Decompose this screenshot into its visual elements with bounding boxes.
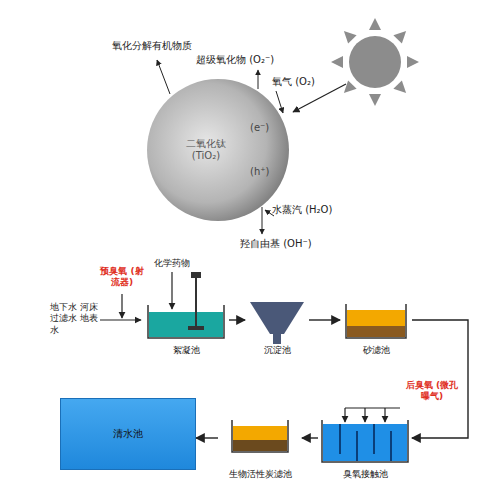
process-note: 化学药物	[154, 258, 214, 269]
sun-ray	[369, 18, 381, 30]
unit-name: 生物活性炭滤池	[229, 469, 292, 480]
pre-ozone-line	[121, 294, 122, 318]
ozone-contact-tank	[322, 420, 408, 462]
settling-stem	[273, 334, 281, 344]
unit-name: 砂滤池	[363, 345, 390, 356]
unit-name: 清水池	[113, 428, 143, 440]
carbon-filter-water	[233, 426, 287, 440]
process-note: 预臭氧 (射流器)	[97, 266, 147, 289]
treatment-unit: 生物活性炭滤池	[218, 414, 302, 482]
diffuser-line	[364, 408, 365, 422]
flocculation-water	[149, 312, 223, 337]
particle-name: 二氧化钛 (TiO₂)	[178, 138, 234, 162]
reaction-label: 超级氧化物 (O₂⁻)	[196, 54, 316, 67]
sand-filter-tank	[346, 304, 406, 338]
unit-name: 沉淀池	[264, 345, 291, 356]
treatment-unit: 沉淀池	[245, 296, 309, 358]
chemical-line	[171, 272, 172, 309]
treatment-unit: 臭氧接触池	[318, 414, 412, 482]
carbon-filter-tank	[232, 420, 288, 452]
charge-label: (h⁺)	[250, 166, 276, 178]
baffle	[373, 424, 375, 454]
flow-arrow	[196, 437, 218, 438]
reaction-label: 氧化分解有机物质	[112, 40, 212, 53]
reaction-label: 氧气 (O₂)	[272, 76, 342, 89]
flow-arrow	[302, 437, 318, 438]
baffle	[390, 431, 392, 461]
ozone-contact-water	[323, 424, 407, 461]
sun-disc	[349, 36, 401, 88]
baffle	[356, 431, 358, 461]
diffuser-line	[344, 408, 345, 422]
stirrer-shaft	[195, 278, 197, 328]
treatment-unit: 砂滤池	[340, 298, 412, 358]
inflow-line	[100, 319, 141, 320]
oxygen-arrow	[276, 91, 283, 113]
catalyst-particle: 二氧化钛 (TiO₂) (e⁻) (h⁺)	[146, 78, 290, 222]
particle-disc	[147, 79, 289, 221]
light-arrow	[293, 84, 346, 112]
reaction-label: 水蒸汽 (H₂O)	[272, 204, 352, 217]
sun-ray	[369, 94, 381, 106]
superoxide-arrow	[258, 70, 259, 89]
flow-arrow	[309, 319, 340, 320]
sand-layer	[347, 326, 405, 337]
reaction-label: 羟自由基 (OH⁻)	[240, 238, 340, 251]
treatment-unit: 絮凝池	[143, 300, 229, 358]
unit-name: 絮凝池	[173, 345, 200, 356]
post-ozone-header	[345, 407, 400, 408]
process-note: 地下水 河床过滤水 地表水	[50, 302, 98, 336]
stirrer-paddle	[188, 326, 204, 330]
flow-arrow	[412, 320, 468, 438]
sun-ray	[393, 31, 406, 44]
baffle	[339, 424, 341, 454]
flocculation-tank	[148, 305, 224, 338]
unit-name: 臭氧接触池	[343, 469, 388, 480]
sun-ray	[344, 80, 357, 93]
sun-ray	[407, 56, 419, 68]
carbon-layer	[233, 440, 287, 451]
charge-label: (e⁻)	[250, 122, 276, 134]
clear-water-pool: 清水池	[60, 398, 196, 470]
sun-ray	[344, 31, 357, 44]
sun-ray	[393, 80, 406, 93]
process-note: 后臭氧 (微孔曝气)	[404, 380, 460, 403]
baffles	[340, 424, 391, 461]
sun-icon	[331, 18, 419, 106]
sand-filter-water	[347, 310, 405, 326]
hydroxyl-arrow	[262, 207, 263, 234]
diffuser-line	[384, 408, 385, 422]
settling-funnel	[250, 302, 304, 334]
oxidation-arrow	[157, 60, 170, 94]
stirrer-motor	[191, 272, 201, 278]
flow-arrow	[229, 319, 245, 320]
sun-ray	[331, 56, 343, 68]
